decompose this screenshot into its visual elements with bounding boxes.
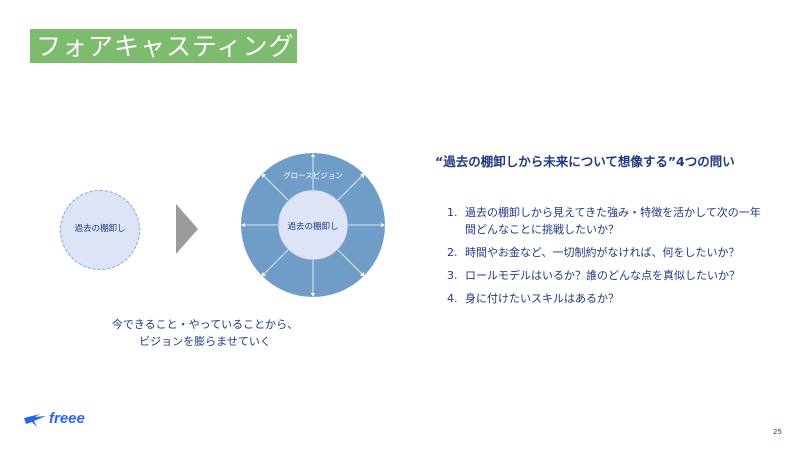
list-item-text: ロールモデルはいるか？誰のどんな点を真似したいか？: [465, 269, 740, 282]
caption-line-1: 今できること・やっていることから、: [111, 318, 299, 331]
list-item-number: 1.: [447, 206, 458, 219]
logo-wordmark: freee: [49, 410, 85, 427]
list-item-number: 4.: [447, 292, 458, 305]
freee-logo: freee: [24, 410, 85, 427]
list-item-number: 2.: [447, 246, 458, 259]
ring-center-label: 過去の棚卸し: [287, 222, 339, 232]
list-item: 2. 時間やお金など、一切制約がなければ、何をしたいか？: [447, 244, 767, 261]
right-arrow-icon: [176, 204, 198, 254]
list-item-number: 3.: [447, 269, 458, 282]
growth-vision-label: グロースビジョン: [283, 171, 343, 180]
slide-title-background: [30, 29, 297, 63]
bird-icon: [24, 414, 46, 427]
caption-line-2: ビジョンを膨らませていく: [139, 335, 271, 348]
list-item-text: 過去の棚卸しから見えてきた強み・特徴を活かして次の一年間どんなことに挑戦したいか…: [465, 206, 761, 236]
slide-title: フォアキャスティング: [36, 32, 295, 61]
list-item: 4. 身に付けたいスキルはあるか？: [447, 290, 767, 307]
list-item-text: 時間やお金など、一切制約がなければ、何をしたいか？: [465, 246, 740, 259]
list-item-text: 身に付けたいスキルはあるか？: [465, 292, 619, 305]
past-inventory-circle: [60, 190, 140, 270]
growth-vision-ring: [241, 153, 385, 297]
list-item: 3. ロールモデルはいるか？誰のどんな点を真似したいか？: [447, 267, 767, 284]
ring-divider-arrows: [242, 154, 384, 296]
diagram-caption: 今できること・やっていることから、 ビジョンを膨らませていく: [95, 316, 315, 350]
past-inventory-label: 過去の棚卸し: [74, 224, 126, 234]
list-item: 1. 過去の棚卸しから見えてきた強み・特徴を活かして次の一年間どんなことに挑戦し…: [447, 204, 767, 238]
questions-list: 1. 過去の棚卸しから見えてきた強み・特徴を活かして次の一年間どんなことに挑戦し…: [447, 204, 767, 313]
questions-heading: “過去の棚卸しから未来について想像する”4つの問い: [435, 154, 735, 169]
page-number: 25: [773, 428, 782, 436]
arrowhead-icons: [241, 153, 385, 297]
inner-circle: [277, 189, 349, 261]
